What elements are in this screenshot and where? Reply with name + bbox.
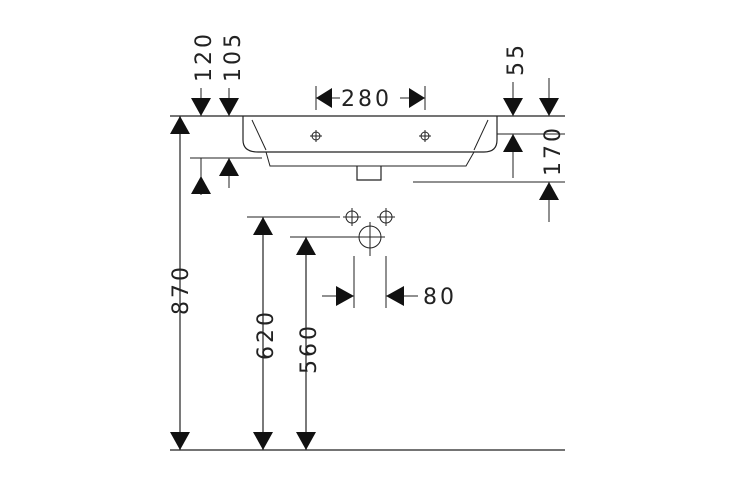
dim-55-label: 55 bbox=[504, 42, 529, 76]
dim-170-label: 170 bbox=[541, 125, 566, 176]
dim-120-105: 120 105 bbox=[191, 31, 246, 195]
dim-620: 620 bbox=[247, 216, 340, 450]
dim-80: 80 bbox=[322, 256, 457, 310]
dim-560: 560 bbox=[290, 236, 356, 450]
dim-280-label: 280 bbox=[341, 87, 392, 112]
dim-120-label: 120 bbox=[192, 31, 217, 82]
dim-105-label: 105 bbox=[221, 31, 246, 82]
connection-symbols bbox=[343, 208, 395, 256]
dim-80-label: 80 bbox=[423, 285, 457, 310]
dim-560-label: 560 bbox=[297, 323, 322, 374]
dim-870: 870 bbox=[169, 116, 194, 450]
drain-stub bbox=[356, 166, 382, 181]
dim-280: 280 bbox=[315, 86, 426, 112]
dim-170: 170 bbox=[539, 78, 566, 222]
washbasin-outline bbox=[242, 116, 498, 181]
dim-620-label: 620 bbox=[254, 309, 279, 360]
dim-870-label: 870 bbox=[169, 264, 194, 315]
dim-55: 55 bbox=[503, 42, 529, 178]
